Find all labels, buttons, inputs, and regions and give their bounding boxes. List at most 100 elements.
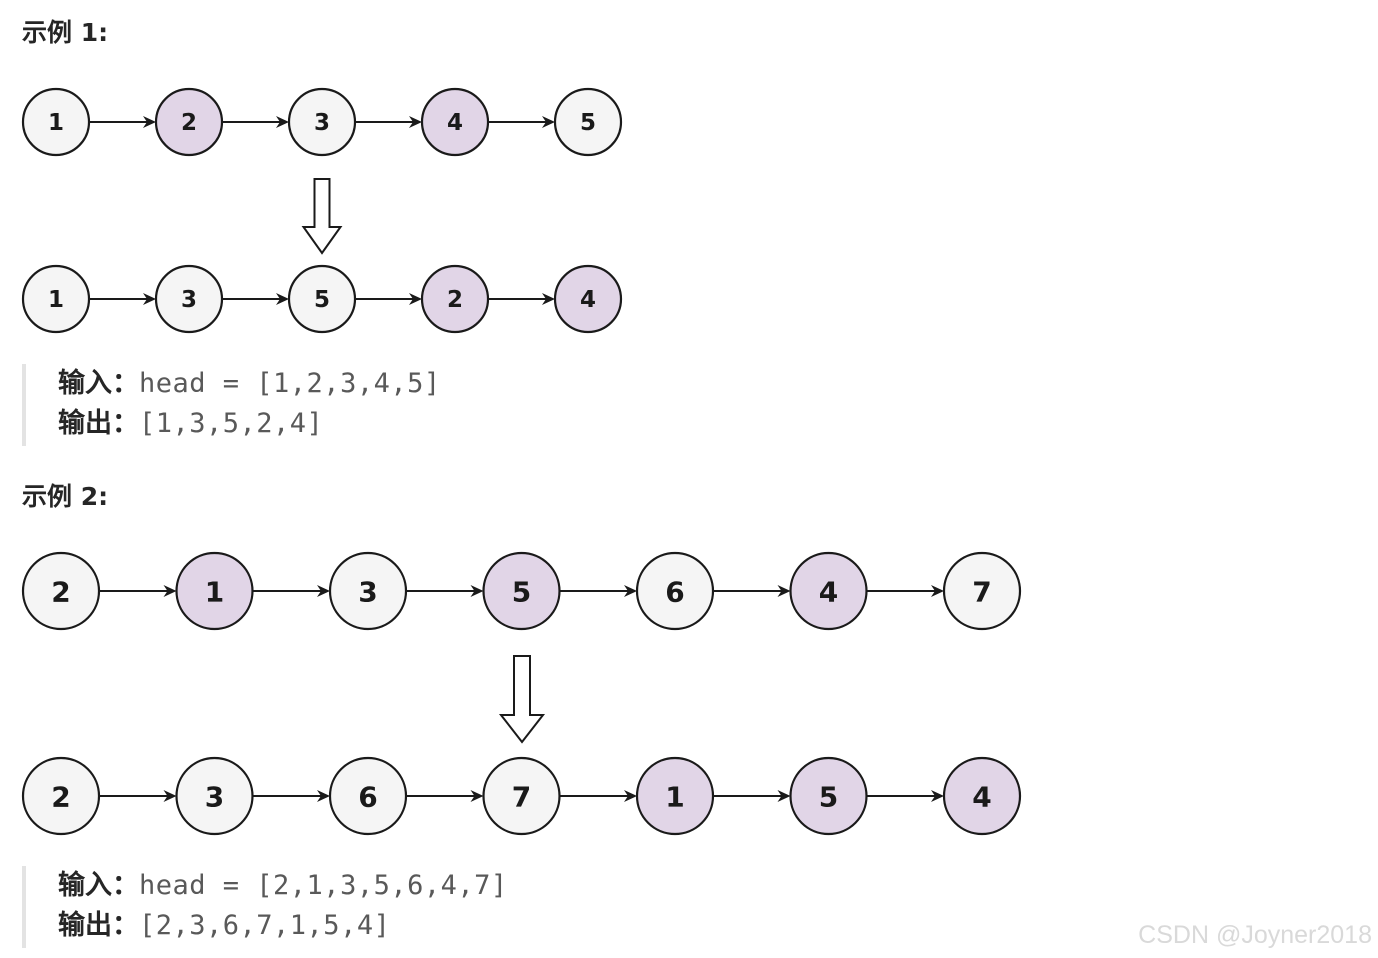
link-arrowhead — [470, 585, 484, 597]
example-2-output-line: 输出：[2,3,6,7,1,5,4] — [58, 906, 508, 946]
node-value: 2 — [51, 576, 70, 609]
node-value: 1 — [665, 781, 684, 814]
list-node: 6 — [328, 756, 408, 836]
link-arrowhead — [143, 116, 156, 128]
node-value: 3 — [181, 287, 197, 313]
example-2-output-label: 输出： — [58, 910, 139, 941]
node-circle — [553, 87, 623, 157]
example-2-output-value: [2,3,6,7,1,5,4] — [139, 910, 391, 941]
link-arrowhead — [317, 585, 330, 597]
link-arrowhead — [470, 790, 484, 802]
link-arrowhead — [777, 585, 791, 597]
link-arrowhead — [317, 790, 330, 802]
list-node: 5 — [287, 264, 357, 334]
link-arrowhead — [163, 585, 177, 597]
example-1-heading: 示例 1: — [22, 18, 109, 47]
link-arrowhead — [276, 116, 289, 128]
node-value: 4 — [580, 287, 596, 313]
node-value: 1 — [48, 287, 64, 313]
example-2-heading: 示例 2: — [22, 482, 109, 511]
list-node: 3 — [175, 756, 254, 836]
list-node: 4 — [789, 551, 868, 631]
node-value: 7 — [512, 781, 531, 814]
node-circle — [635, 551, 715, 631]
node-value: 4 — [447, 110, 463, 136]
node-circle — [482, 551, 561, 631]
node-circle — [21, 87, 91, 157]
list-node: 1 — [21, 87, 91, 157]
node-value: 3 — [358, 576, 377, 609]
example-1-input-label: 输入： — [58, 368, 139, 399]
list-node: 7 — [942, 551, 1022, 631]
link-arrowhead — [542, 116, 555, 128]
list-node: 5 — [482, 551, 561, 631]
node-circle — [942, 551, 1022, 631]
link-arrowhead — [624, 585, 637, 597]
node-value: 3 — [205, 781, 224, 814]
node-circle — [789, 551, 868, 631]
example-2-input-line: 输入：head = [2,1,3,5,6,4,7] — [58, 866, 508, 906]
list-node: 3 — [328, 551, 408, 631]
link-arrowhead — [163, 790, 177, 802]
node-circle — [420, 87, 490, 157]
example-1-input-line: 输入：head = [1,2,3,4,5] — [58, 364, 441, 404]
example-1-output-line: 输出：[1,3,5,2,4] — [58, 404, 441, 444]
example-2-input-label: 输入： — [58, 870, 139, 901]
node-value: 1 — [205, 576, 224, 609]
node-circle — [328, 756, 408, 836]
node-value: 2 — [447, 287, 463, 313]
example-2-input-value: head = [2,1,3,5,6,4,7] — [139, 870, 508, 901]
node-value: 2 — [181, 110, 197, 136]
link-arrowhead — [409, 116, 422, 128]
node-value: 7 — [972, 576, 991, 609]
node-circle — [154, 264, 224, 334]
list-node: 3 — [154, 264, 224, 334]
link-arrowhead — [143, 293, 156, 305]
list-node: 1 — [21, 264, 91, 334]
node-circle — [789, 756, 868, 836]
node-circle — [287, 264, 357, 334]
example-1-output-label: 输出： — [58, 408, 139, 439]
example-1-input-value: head = [1,2,3,4,5] — [139, 368, 441, 399]
node-value: 6 — [358, 781, 377, 814]
list-node: 7 — [482, 756, 561, 836]
list-node: 1 — [635, 756, 715, 836]
transform-arrow-icon — [301, 178, 343, 255]
node-circle — [482, 756, 561, 836]
node-circle — [21, 756, 101, 836]
node-circle — [635, 756, 715, 836]
list-node: 2 — [154, 87, 224, 157]
list-node: 2 — [21, 551, 101, 631]
node-circle — [175, 756, 254, 836]
node-circle — [420, 264, 490, 334]
list-node: 4 — [420, 87, 490, 157]
node-value: 6 — [665, 576, 684, 609]
link-arrowhead — [542, 293, 555, 305]
node-circle — [287, 87, 357, 157]
list-node: 6 — [635, 551, 715, 631]
node-value: 2 — [51, 781, 70, 814]
node-circle — [942, 756, 1022, 836]
list-node: 3 — [287, 87, 357, 157]
list-node: 4 — [942, 756, 1022, 836]
csdn-watermark: CSDN @Joyner2018 — [1138, 921, 1372, 949]
node-circle — [21, 264, 91, 334]
list-node: 2 — [21, 756, 101, 836]
list-node: 5 — [789, 756, 868, 836]
list-node: 4 — [553, 264, 623, 334]
example-1-output-value: [1,3,5,2,4] — [139, 408, 324, 439]
node-circle — [21, 551, 101, 631]
node-value: 5 — [512, 576, 531, 609]
node-circle — [175, 551, 254, 631]
list-node: 1 — [175, 551, 254, 631]
node-value: 5 — [314, 287, 330, 313]
link-arrowhead — [777, 790, 791, 802]
link-arrowhead — [624, 790, 637, 802]
link-arrowhead — [931, 790, 944, 802]
example-2-io-block: 输入：head = [2,1,3,5,6,4,7] 输出：[2,3,6,7,1,… — [22, 866, 508, 948]
list-node: 2 — [420, 264, 490, 334]
node-value: 1 — [48, 110, 64, 136]
node-value: 5 — [580, 110, 596, 136]
node-circle — [154, 87, 224, 157]
